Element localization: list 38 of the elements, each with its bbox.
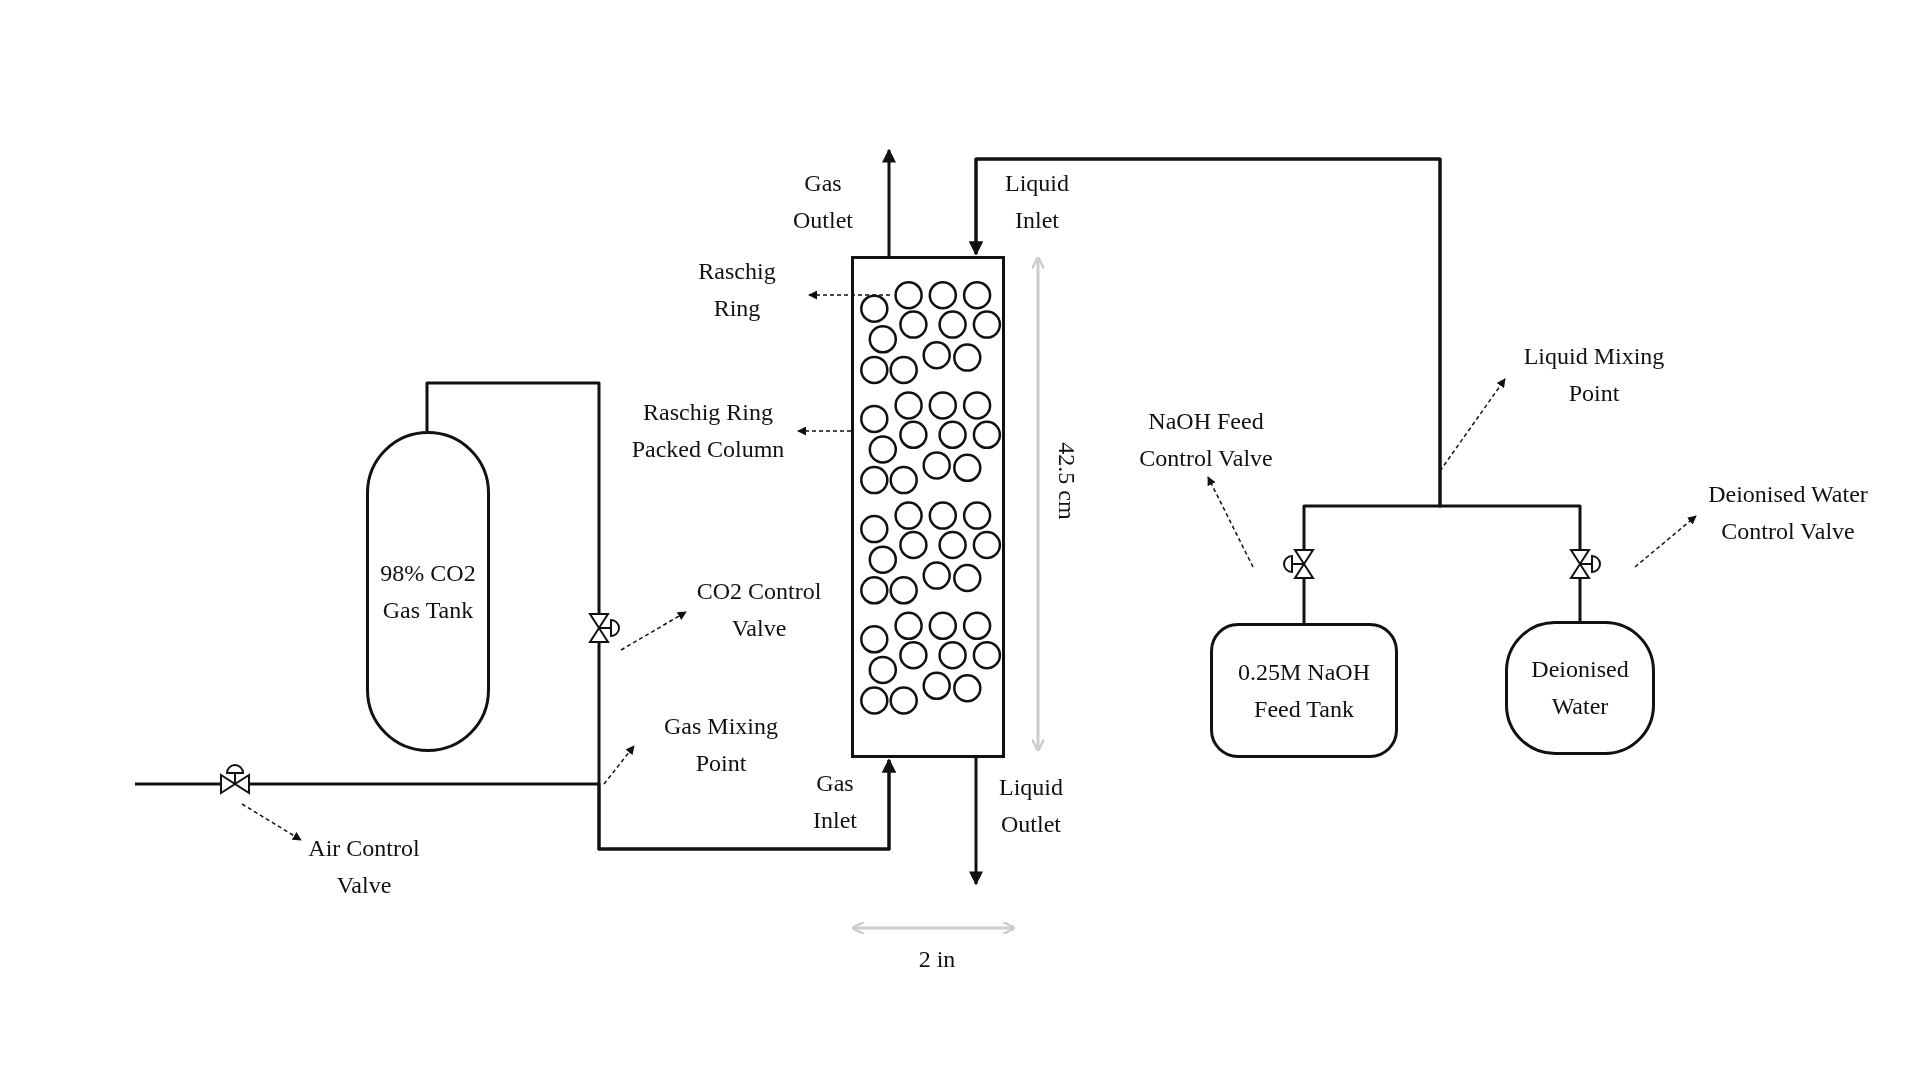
callout-text: NaOH Feed Control Valve [1123,403,1289,477]
pipe-line [425,381,601,614]
dimension-label: 2 in [917,944,957,974]
callout-text: CO2 Control Valve [684,573,834,647]
flow-pipe-arrow [969,758,983,886]
flow-pipe-arrow [882,148,896,256]
flow-label: Liquid Outlet [998,773,1064,839]
leader-line [1439,378,1506,472]
callout-text: Deionised Water Control Valve [1688,476,1888,550]
water-tank: Deionised Water [1505,621,1655,755]
callout-text: Gas Mixing Point [651,708,791,782]
leader-line [808,290,891,300]
pipe-line [1302,579,1306,623]
valve-symbol [589,613,620,643]
callout-text: Raschig Ring [687,253,787,327]
flow-label: Gas Outlet [792,169,854,235]
pipe-line [135,782,221,786]
leader-line [1634,515,1697,568]
callout-text: Raschig Ring Packed Column [620,394,796,468]
valve-symbol [220,763,250,795]
packed-column [851,256,1005,758]
leader-line [241,803,302,841]
pipe-line [1578,579,1582,621]
callout-text: Air Control Valve [294,830,434,904]
feed-tank: 0.25M NaOH Feed Tank [1210,623,1398,758]
gas-tank: 98% CO2 Gas Tank [366,431,490,752]
flow-pipe-arrow [597,642,896,851]
flow-label: Gas Inlet [812,769,858,835]
valve-symbol [1283,549,1314,579]
flow-label: Liquid Inlet [1004,169,1070,235]
leader-line [603,745,635,785]
leader-line [620,611,687,651]
leader-line [797,426,852,436]
callout-text: Liquid Mixing Point [1506,338,1682,412]
leader-line [1207,476,1254,568]
valve-symbol [1570,549,1601,579]
flow-pipe-arrow [969,157,1582,550]
dimension-label: 42.5 cm [1052,441,1081,522]
